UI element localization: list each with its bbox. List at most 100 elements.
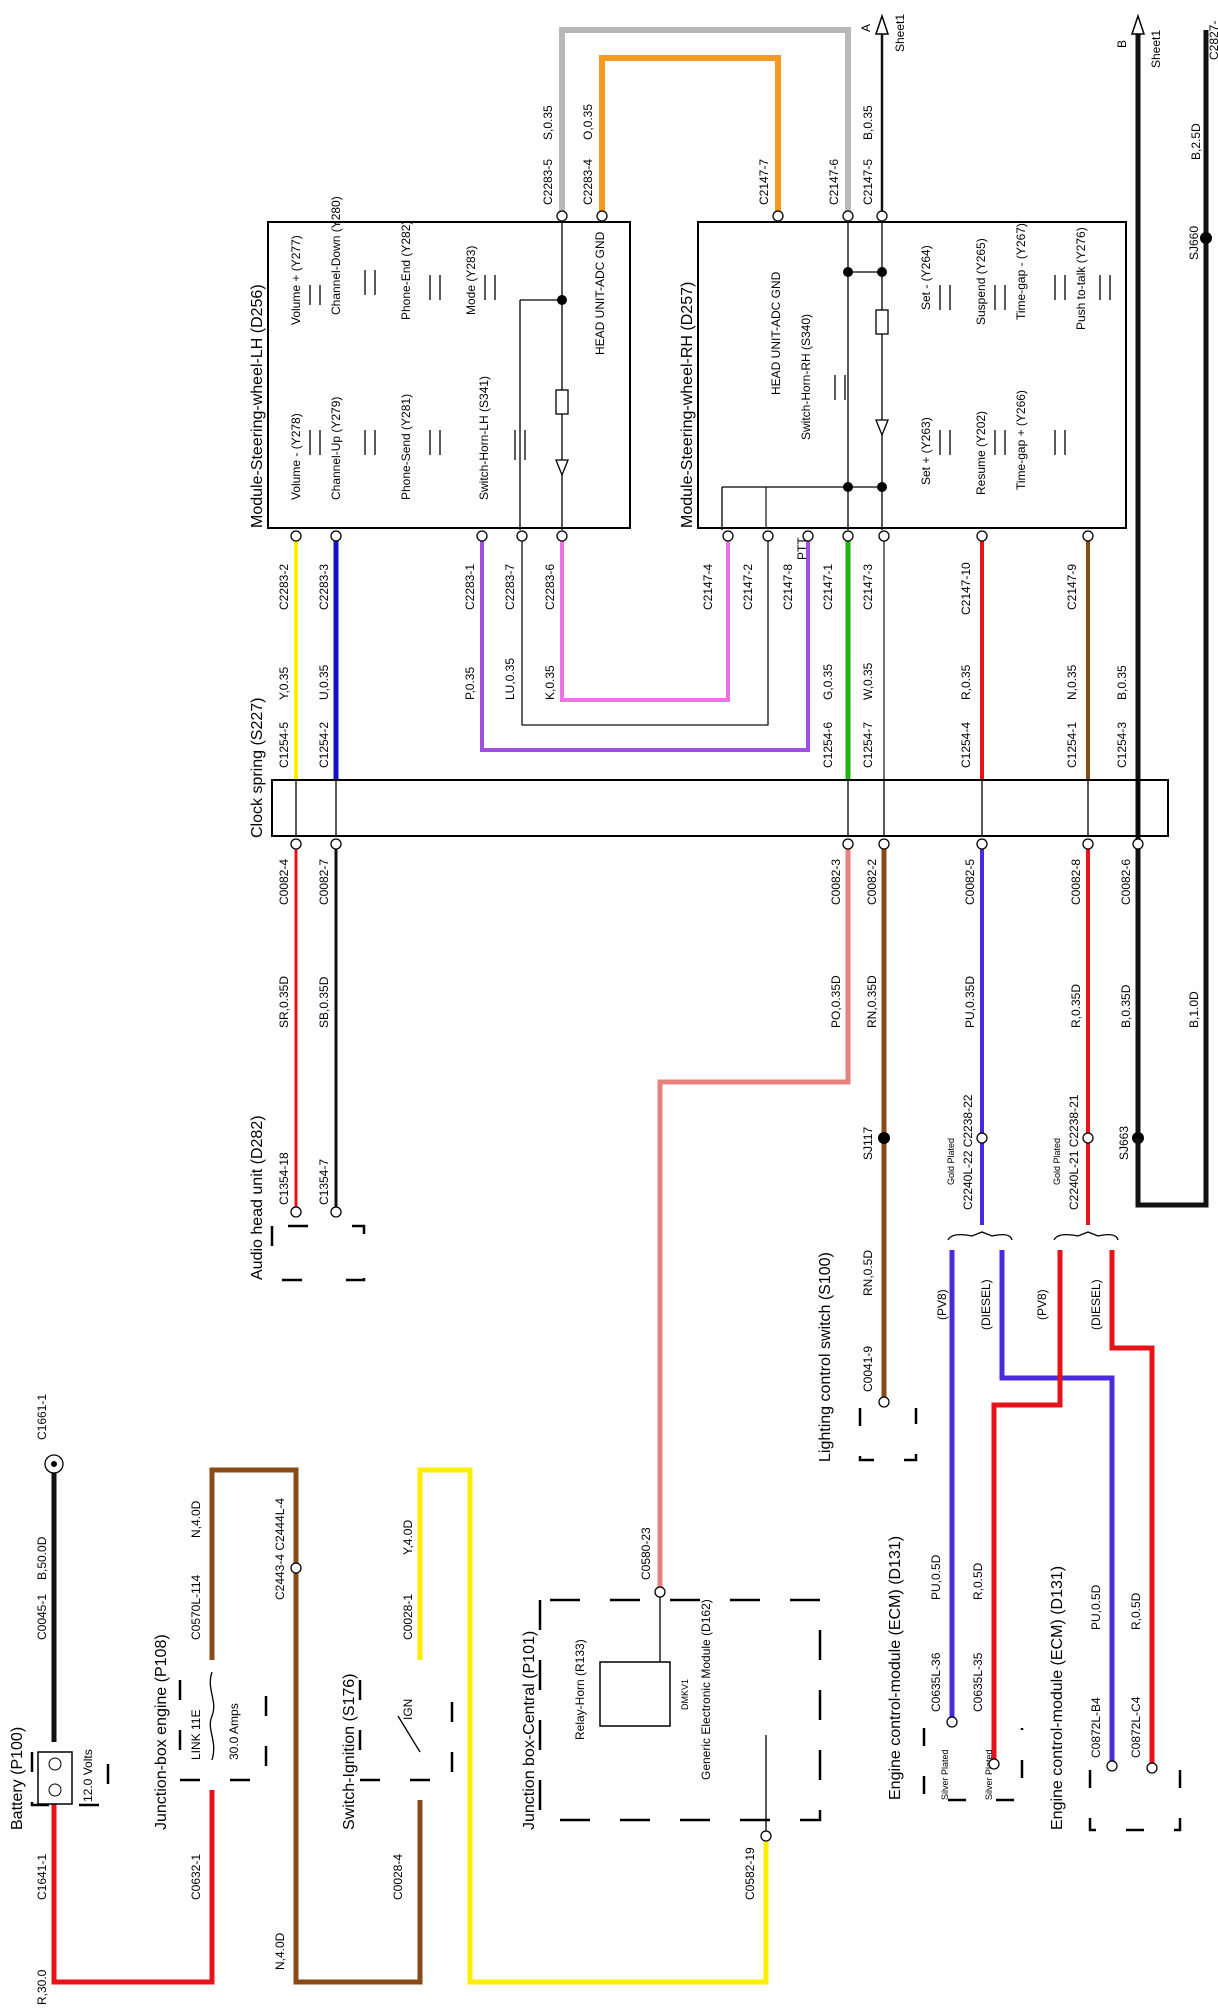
lh-sw-8: Switch-Horn-LH (S341) [477,376,491,500]
uw-cs-9: C1254-7 [861,722,875,768]
ecm-a: Engine control-module (ECM) (D131) C0635… [887,1536,1024,1802]
uw-cs-11: C1254-1 [1065,722,1079,768]
junction-central: Junction box-Central (P101) Relay-Horn (… [521,1527,822,1900]
uw-wire-8: G,0.35 [821,664,835,700]
sj663-label: SJ663 [1117,1126,1131,1160]
rh-sw-8: Switch-Horn-RH (S340) [799,314,813,440]
rh-sw-5: Set + (Y263) [919,417,933,485]
wire-po035d [657,848,851,1590]
lw-cs-2: C0082-3 [829,859,843,905]
lh-sw-4: Mode (Y283) [464,246,478,315]
je-title: Junction-box engine (P108) [153,1634,170,1830]
lh-sw-6: Channel-Up (Y279) [329,397,343,500]
rh-gnd-label: HEAD UNIT-ADC GND [769,271,783,395]
lh-sw-2: Channel-Down (Y280) [329,196,343,315]
uw-wire-3: LU,0.35 [503,658,517,700]
lw-cs-0: C0082-4 [277,859,291,905]
sheet-b-arrow [1130,13,1146,35]
lower-wire-set [294,848,1155,1765]
audio-head-title: Audio head unit (D282) [249,1115,266,1280]
uw-wire-2: P,0.35 [463,667,477,700]
lw-cs-4: C0082-5 [963,859,977,905]
wire-r300 [51,1790,215,1985]
uw-mod-4: C2283-6 [543,564,557,610]
wire-n40d [209,1467,423,1985]
lw-wire-4: PU,0.35D [963,976,977,1028]
sj117-label: SJ117 [861,1127,875,1160]
diesel-2: (DIESEL) [1089,1279,1103,1330]
wire-lu035 [521,540,769,726]
uw-mod-5: C2147-4 [701,564,715,610]
uw-wire-11: N,0.35 [1065,664,1079,700]
ecm-b-c1: C0872L-B4 [1089,1697,1103,1758]
rh-ptt-label: PTT [795,537,809,560]
lw-wire-2: PO,0.35D [829,975,843,1028]
wire-pv8-r [991,1250,1063,1760]
uw-cs-1: C1254-2 [317,722,331,768]
uw-mod-2: C2283-1 [463,564,477,610]
audio-c1: C1354-18 [277,1152,291,1205]
rh-node-3 [843,482,853,492]
uw-wire-4: K,0.35 [543,665,557,700]
rh-top-conn-2: C2147-6 [827,159,841,205]
rh-sw-2: Suspend (Y265) [974,238,988,325]
pu-05d-a: PU,0.5D [929,1554,943,1600]
rh-sw-1: Set - (Y264) [919,245,933,310]
lh-sw-3: Phone-End (Y282) [399,221,413,320]
uw-mod-0: C2283-2 [277,564,291,610]
lighting-conn: C0041-9 [861,1346,875,1392]
uw-mod-7: C2147-8 [781,564,795,610]
lh-top-conn-2: C2283-4 [581,159,595,205]
y-wire: Y,4.0D [401,1520,415,1555]
audio-head-unit: Audio head unit (D282) C1354-18 C1354-7 [249,1115,366,1282]
ign-c1: C0028-4 [391,1854,405,1900]
uw-cs-0: C1254-5 [277,722,291,768]
module-rh-title: Module-Steering-wheel-RH (D257) [679,282,696,528]
lh-sw-1: Volume + (Y277) [289,235,303,325]
uw-mod-8: C2147-1 [821,564,835,610]
jc-relay: Relay-Horn (R133) [573,1639,587,1740]
je-nwire: N,4.0D [189,1500,203,1538]
ecm-a-c2: C0635L-35 [971,1652,985,1712]
junction-engine: Junction-box engine (P108) LINK 11E 30.0… [153,1467,423,1985]
uw-wire-1: U,0.35 [317,664,331,700]
lh-internal-switches [309,222,569,530]
battery-c3: C1661-1 [35,1394,49,1440]
uw-mod-11: C2147-9 [1065,564,1079,610]
r-05d-b: R,0.5D [1129,1592,1143,1630]
lh-gnd-label: HEAD UNIT-ADC GND [593,231,607,355]
rh-sw-4: Push to-talk (Y276) [1074,227,1088,330]
uw-wire-10: R,0.35 [959,664,973,700]
uw-mod-3: C2283-7 [503,564,517,610]
rh-node-1 [843,267,853,277]
battery-c2: C0045-1 [35,1594,49,1640]
upper-wire-set [294,487,1139,780]
ecm-a-c1: C0635L-36 [929,1652,943,1712]
r-05d-a: R,0.5D [971,1562,985,1600]
je-c1: C0632-1 [189,1854,203,1900]
ecm-b: Engine control-module (ECM) (D131) C0872… [1049,1566,1182,1832]
wire-orange-o035 [599,55,781,212]
ecm-b-title: Engine control-module (ECM) (D131) [1049,1566,1066,1830]
battery-volts: 12.0 Volts [81,1749,95,1802]
rh-top-conn-3: C2147-5 [861,159,875,205]
sheet-b-letter: B [1115,40,1129,48]
audio-c2: C1354-7 [317,1159,331,1205]
sheet-a-letter: A [859,24,873,32]
clock-spring-box [271,779,1169,837]
jc-c2: C0582-19 [743,1847,757,1900]
ecm-b-c2: C0872L-C4 [1129,1696,1143,1758]
clock-spring-title: Clock spring (S227) [249,698,266,839]
uw-wire-12: B,0.35 [1115,665,1129,700]
sj660-label: SJ660 [1187,226,1201,260]
lh-top-conn-1: C2283-5 [541,159,555,205]
gold-1: Gold Plated [946,1138,956,1185]
bat-wire-b: B,50.0D [35,1536,49,1580]
je-amps: 30.0 Amps [227,1703,241,1760]
lw-wire-0: SR,0.35D [277,976,291,1028]
bat-wire-r: R,30.0 [35,1969,49,2005]
lighting-switch: Lighting control switch (S100) C0041-9 [817,1252,918,1462]
module-steering-lh [267,221,631,529]
c2443-label: C2443-4 C2444L-4 [273,1498,287,1600]
diesel-1: (DIESEL) [979,1279,993,1330]
